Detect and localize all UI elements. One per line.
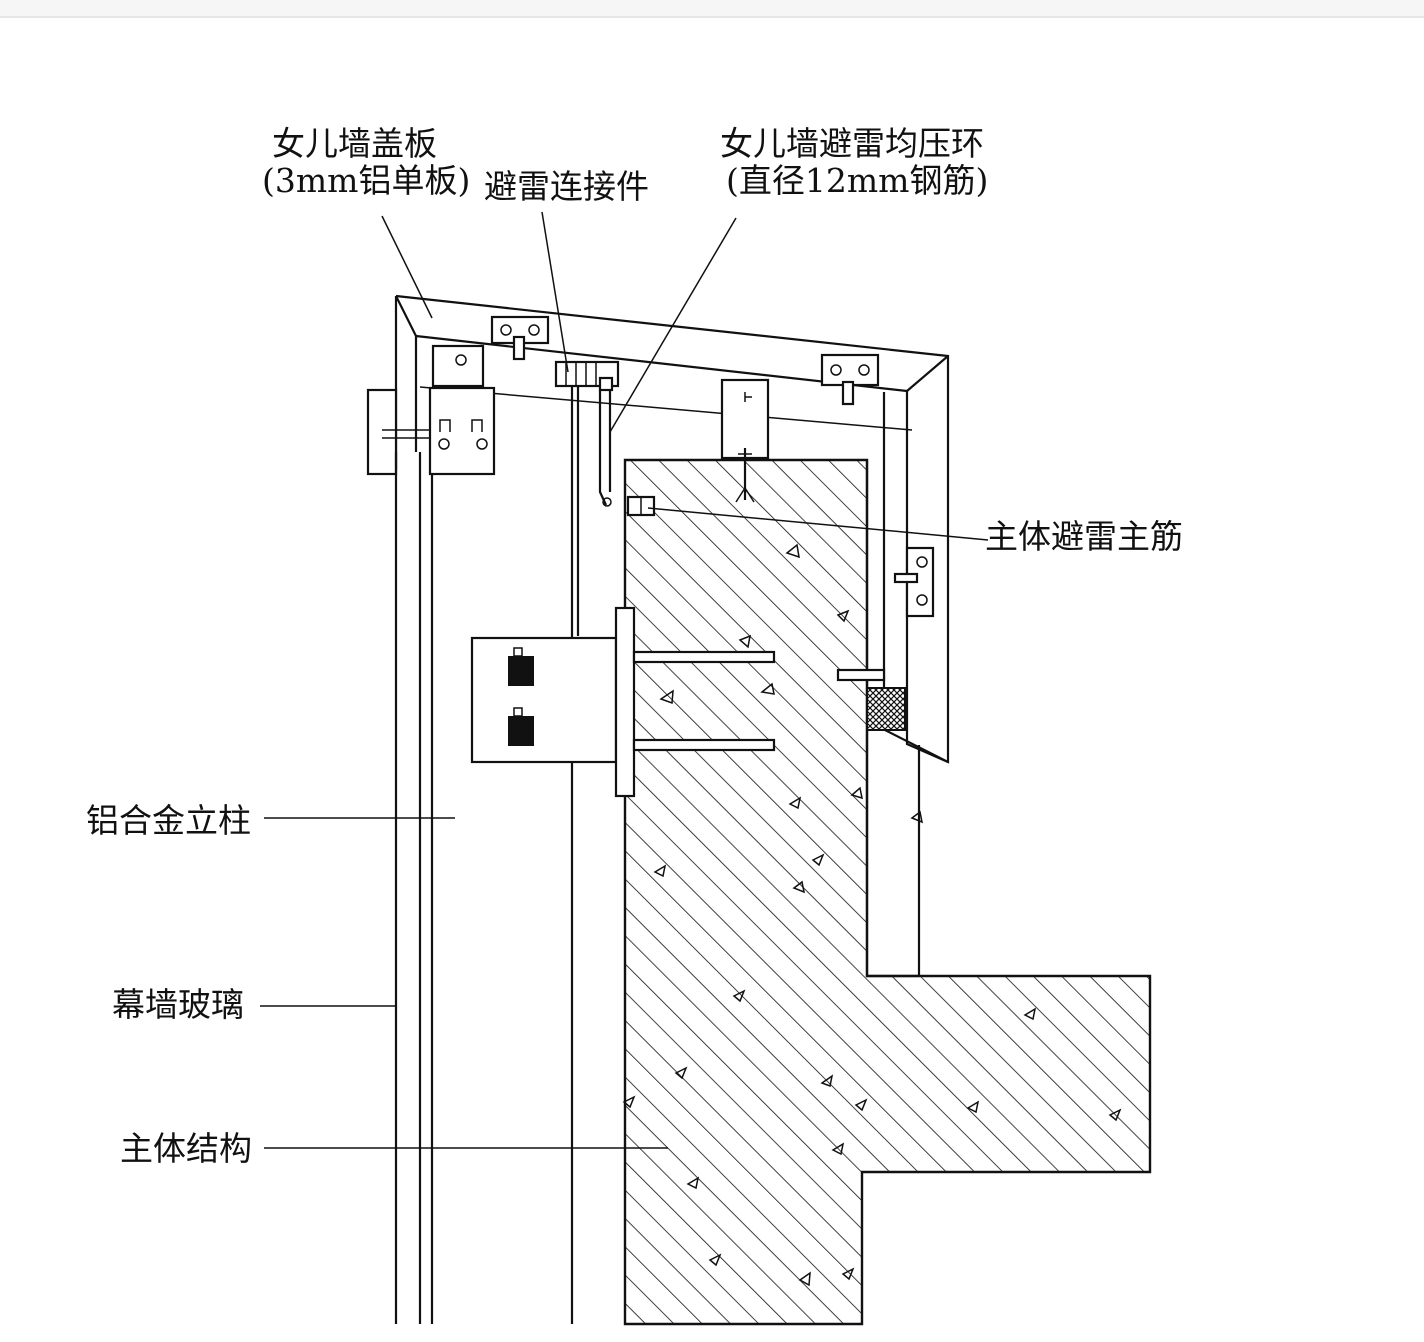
label-glass: 幕墙玻璃 bbox=[112, 985, 244, 1024]
support-post bbox=[720, 378, 770, 503]
inner-panel-anchor bbox=[836, 668, 906, 731]
curtain-wall-glass bbox=[394, 452, 434, 1324]
label-ring-line2: (直径12mm钢筋) bbox=[726, 161, 988, 200]
label-coping-line2: (3mm铝单板) bbox=[262, 161, 470, 200]
label-structure: 主体结构 bbox=[120, 1129, 252, 1168]
label-connector: 避雷连接件 bbox=[484, 167, 649, 206]
lightning-connector-part bbox=[554, 360, 620, 392]
coping-clip-right bbox=[820, 353, 880, 406]
label-main-rebar: 主体避雷主筋 bbox=[985, 517, 1183, 556]
label-coping-line1: 女儿墙盖板 bbox=[272, 124, 437, 163]
label-ring-line1: 女儿墙避雷均压环 bbox=[720, 124, 984, 163]
coping-clip-side-right bbox=[893, 546, 935, 618]
label-mullion: 铝合金立柱 bbox=[86, 801, 251, 840]
leader-lines bbox=[260, 211, 989, 1149]
concrete-aggregate-marks bbox=[622, 543, 1122, 1287]
coping-clip-left bbox=[490, 315, 550, 361]
aluminum-mullion bbox=[570, 386, 580, 1324]
top-bar bbox=[0, 0, 1424, 18]
main-structure-concrete bbox=[623, 458, 1152, 1326]
mullion-anchor-bracket bbox=[470, 606, 776, 798]
coping-bracket-left bbox=[366, 344, 496, 476]
lightning-equalizing-ring-lead bbox=[598, 390, 612, 506]
parapet-coping-inner bbox=[394, 295, 949, 690]
